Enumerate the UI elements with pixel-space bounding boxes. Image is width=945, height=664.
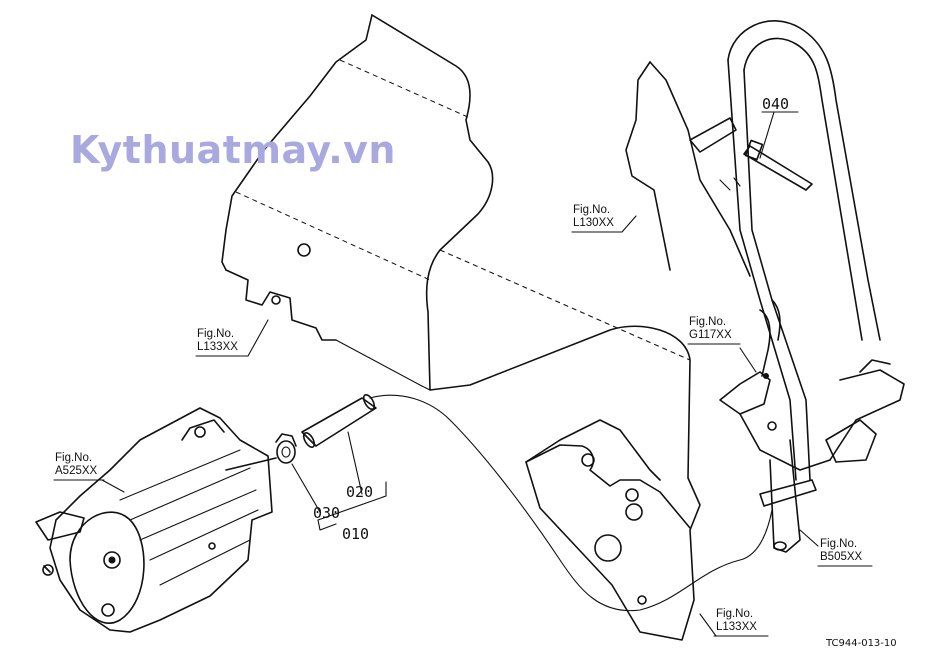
- fig-ref-b505: Fig.No. B505XX: [820, 538, 862, 564]
- fig-ref-g117-code: G117XX: [689, 329, 732, 341]
- fig-ref-a525-code: A525XX: [55, 465, 98, 477]
- fig-ref-l133-left: Fig.No. L133XX: [197, 328, 238, 354]
- fig-ref-l133-bottom-prefix: Fig.No.: [716, 608, 754, 620]
- fig-ref-l133-bottom: Fig.No. L133XX: [716, 608, 757, 634]
- fig-ref-l130: Fig.No. L130XX: [573, 204, 614, 230]
- figure-leaders: [101, 215, 819, 637]
- part-number-030: 030: [313, 504, 341, 522]
- part-number-040: 040: [762, 95, 790, 113]
- fig-ref-g117: Fig.No. G117XX: [689, 316, 732, 342]
- fig-ref-g117-prefix: Fig.No.: [689, 316, 727, 328]
- part-020-sleeve: [301, 393, 377, 449]
- part-underlines: [53, 111, 873, 637]
- starter-motor: [35, 407, 277, 633]
- part-030-clamp: [275, 433, 297, 464]
- fig-ref-l133-left-prefix: Fig.No.: [197, 328, 235, 340]
- roll-bar-and-frame: [625, 20, 881, 481]
- fig-ref-b505-code: B505XX: [820, 551, 863, 563]
- fig-ref-l130-code: L130XX: [573, 217, 614, 229]
- fig-ref-l130-prefix: Fig.No.: [573, 204, 611, 216]
- fig-ref-a525: Fig.No. A525XX: [55, 452, 97, 478]
- floor-panel-outline: [221, 14, 701, 641]
- part-number-010: 010: [342, 525, 370, 543]
- watermark-text: Kythuatmay.vn: [70, 128, 396, 172]
- cable-line: [369, 394, 773, 612]
- drawing-code: TC944-013-10: [826, 638, 897, 649]
- part-leaders: [291, 111, 775, 531]
- fig-ref-l133-left-code: L133XX: [197, 341, 238, 353]
- fig-ref-l133-bottom-code: L133XX: [716, 621, 757, 633]
- fig-ref-a525-prefix: Fig.No.: [55, 452, 93, 464]
- fig-ref-b505-prefix: Fig.No.: [820, 538, 858, 550]
- part-number-020: 020: [346, 483, 374, 501]
- lower-frame-bracket: [719, 299, 905, 553]
